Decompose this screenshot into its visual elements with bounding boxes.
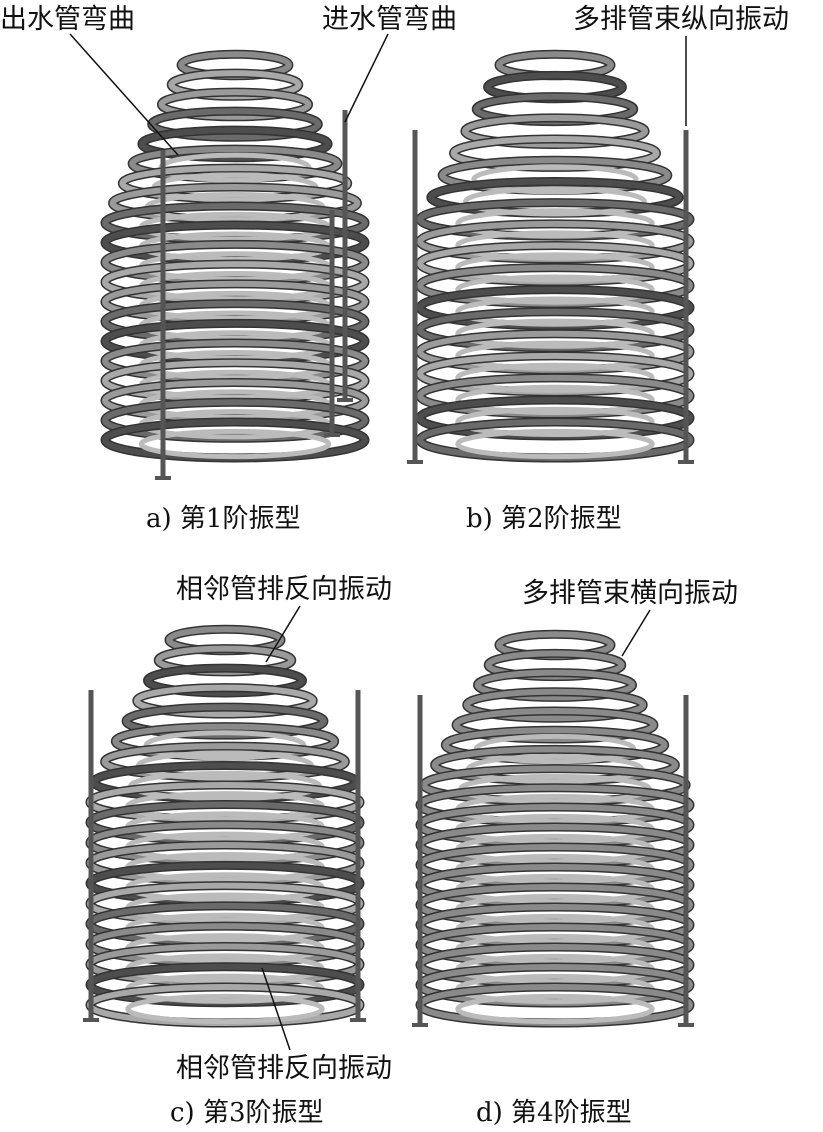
inner-coil-turn <box>455 274 655 305</box>
leader-line <box>344 33 389 123</box>
inner-coil-turn <box>455 384 655 415</box>
coil-turn <box>138 127 332 161</box>
coil-turn <box>144 665 306 696</box>
annotation-inlet-bend: 进水管弯曲 <box>322 4 457 35</box>
caption-b: b) 第2阶振型 <box>466 504 622 534</box>
inner-coil-turn <box>125 993 325 1025</box>
coil-turn <box>453 708 657 742</box>
coil-turn <box>133 684 317 718</box>
inner-coil-turn <box>455 406 655 438</box>
inner-coil-turn <box>455 208 655 239</box>
annotation-transverse: 多排管束横向振动 <box>522 578 738 609</box>
annotation-reverse-top: 相邻管排反向振动 <box>176 574 392 605</box>
leader-line <box>69 33 179 156</box>
leader-line <box>261 967 291 1051</box>
annotation-reverse-bottom: 相邻管排反向振动 <box>176 1053 392 1084</box>
coil-turn <box>463 688 647 722</box>
caption-d: d) 第4阶振型 <box>476 1098 632 1128</box>
coil-turn <box>148 108 322 141</box>
caption-a: a) 第1阶振型 <box>146 504 301 534</box>
coil-turn <box>474 669 636 701</box>
coil-turn <box>461 114 649 148</box>
inner-coil-turn <box>455 993 655 1025</box>
inner-coil-turn <box>138 428 332 460</box>
inner-coil-turn <box>455 296 655 327</box>
leader-line <box>265 605 301 663</box>
caption-c: c) 第3阶振型 <box>170 1098 324 1128</box>
inner-coil-turn <box>455 428 655 460</box>
inner-coil-turn <box>455 230 655 261</box>
inner-coil-turn <box>455 252 655 283</box>
annotation-outlet-bend: 出水管弯曲 <box>0 4 135 35</box>
coil-turn <box>158 89 312 120</box>
inner-coil-turn <box>463 186 647 217</box>
inner-coil-turn <box>471 164 639 195</box>
inner-coil-turn <box>455 362 655 393</box>
inner-coil-turn <box>455 340 655 371</box>
leader-line <box>621 609 651 657</box>
inner-coil-turn <box>455 318 655 349</box>
annotation-longitudinal: 多排管束纵向振动 <box>573 4 789 35</box>
